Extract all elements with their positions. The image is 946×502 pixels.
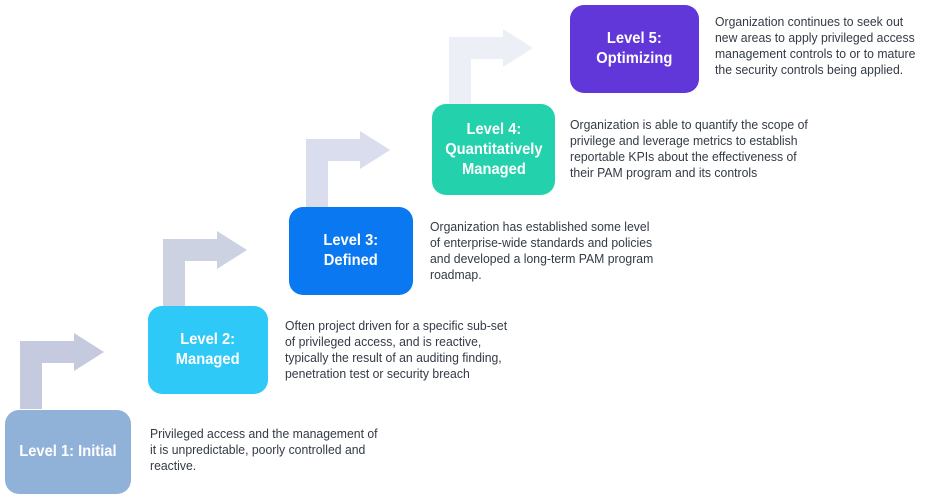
level-3-description: Organization has established some level … <box>430 219 654 282</box>
level-1-box: Level 1: Initial <box>5 410 131 494</box>
level-1-description: Privileged access and the management of … <box>150 426 378 473</box>
level-4-label: Level 4: Quantitatively Managed <box>444 120 543 178</box>
step-up-arrow-icon <box>449 29 533 105</box>
level-5-description: Organization continues to seek out new a… <box>715 14 916 77</box>
level-2-label: Level 2: Managed <box>176 331 240 368</box>
step-up-arrow-icon <box>306 131 390 207</box>
level-2-description: Often project driven for a specific sub-… <box>285 318 508 381</box>
step-up-arrow-icon <box>20 333 104 409</box>
level-5-box: Level 5: Optimizing <box>570 5 699 93</box>
level-3-box: Level 3: Defined <box>289 207 413 295</box>
level-5-label: Level 5: Optimizing <box>596 30 673 67</box>
level-4-description: Organization is able to quantify the sco… <box>570 117 808 180</box>
level-3-label: Level 3: Defined <box>323 232 379 269</box>
level-4-box: Level 4: Quantitatively Managed <box>432 104 555 195</box>
level-1-label: Level 1: Initial <box>19 443 117 460</box>
step-up-arrow-icon <box>163 231 247 307</box>
level-2-box: Level 2: Managed <box>148 306 268 394</box>
